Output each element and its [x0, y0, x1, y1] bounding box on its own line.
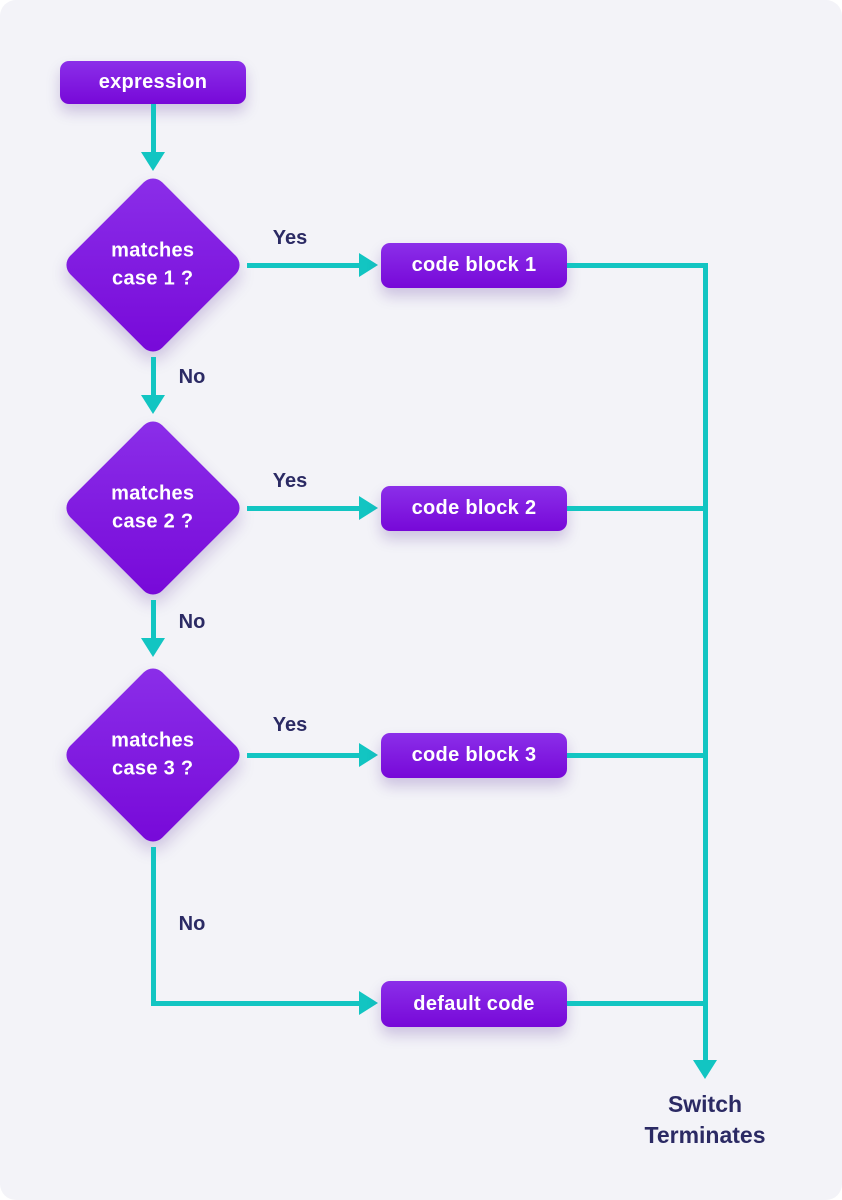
edge-label-yes-1: Yes — [272, 227, 308, 249]
decision-case1-line2: case 1 ? — [112, 267, 194, 290]
edge-case2-no — [151, 600, 156, 640]
terminal-line2: Terminates — [644, 1122, 766, 1148]
edge-block2-to-terminate — [567, 506, 708, 511]
edge-label-no-3: No — [178, 913, 206, 935]
decision-node-case1: matches case 1 ? — [61, 173, 245, 357]
edge-label-yes-2: Yes — [272, 470, 308, 492]
edge-terminate-vertical — [703, 263, 708, 1062]
decision-case3-label: matches case 3 ? — [111, 727, 194, 783]
edge-case3-no-vertical — [151, 847, 156, 1006]
decision-node-case2: matches case 2 ? — [61, 416, 245, 600]
terminal-line1: Switch — [667, 1091, 743, 1117]
edge-label-yes-3: Yes — [272, 714, 308, 736]
edge-case2-yes — [247, 506, 359, 511]
decision-case2-line2: case 2 ? — [112, 510, 194, 533]
edge-block3-to-terminate — [567, 753, 708, 758]
edge-case1-yes — [247, 263, 359, 268]
arrowhead-into-block3 — [359, 743, 378, 767]
decision-node-case3: matches case 3 ? — [61, 663, 245, 847]
arrowhead-into-case2 — [141, 395, 165, 414]
edge-label-no-1: No — [178, 366, 206, 388]
edge-default-to-terminate — [567, 1001, 708, 1006]
decision-case2-line1: matches — [111, 482, 195, 505]
terminal-label-switch-terminates: Switch Terminates — [600, 1089, 810, 1151]
decision-case1-label: matches case 1 ? — [111, 237, 194, 293]
decision-case3-line2: case 3 ? — [112, 757, 194, 780]
start-node-label: expression — [98, 71, 208, 93]
edge-case3-yes — [247, 753, 359, 758]
edge-label-no-2: No — [178, 611, 206, 633]
default-code-label: default code — [413, 992, 535, 1015]
process-node-default-code: default code — [381, 981, 567, 1027]
process-node-code-block-3: code block 3 — [381, 733, 567, 778]
decision-case3-line1: matches — [111, 729, 195, 752]
start-node-expression: expression — [60, 61, 246, 104]
edge-start-to-case1 — [151, 104, 156, 154]
code-block-2-label: code block 2 — [411, 497, 537, 519]
arrowhead-into-case1 — [141, 152, 165, 171]
decision-case2-label: matches case 2 ? — [111, 480, 194, 536]
arrowhead-into-terminate — [693, 1060, 717, 1079]
decision-case1-line1: matches — [111, 239, 195, 262]
arrowhead-into-default — [359, 991, 378, 1015]
edge-case1-no — [151, 357, 156, 397]
arrowhead-into-case3 — [141, 638, 165, 657]
arrowhead-into-block1 — [359, 253, 378, 277]
edge-case3-no-horizontal — [151, 1001, 359, 1006]
process-node-code-block-2: code block 2 — [381, 486, 567, 531]
code-block-3-label: code block 3 — [411, 744, 537, 766]
process-node-code-block-1: code block 1 — [381, 243, 567, 288]
arrowhead-into-block2 — [359, 496, 378, 520]
edge-block1-to-terminate — [567, 263, 708, 268]
code-block-1-label: code block 1 — [411, 254, 537, 276]
